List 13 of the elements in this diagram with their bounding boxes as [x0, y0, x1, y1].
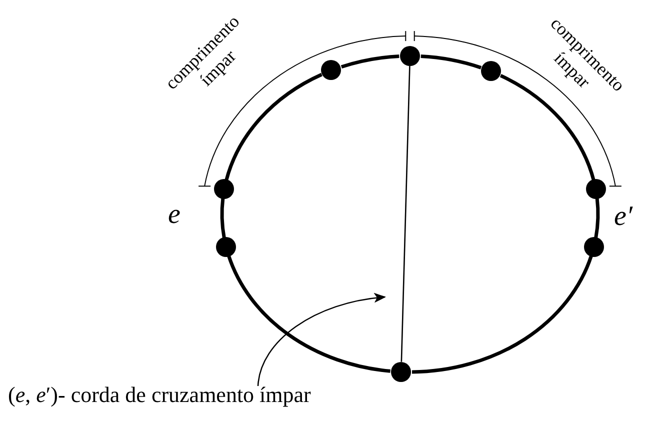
cycle-arc: [420, 54, 482, 70]
leader-arrow: [257, 293, 386, 386]
cycle-arc: [224, 72, 322, 181]
cycle-arc: [220, 198, 226, 238]
cycle-arc: [227, 255, 391, 373]
cycle-arc: [340, 54, 400, 69]
caption-text: (e, e′)- corda de cruzamento ímpar: [8, 381, 311, 409]
cycle-arc: [500, 74, 596, 181]
edge-name-label: e′: [614, 202, 633, 232]
edge-name-label: e: [168, 200, 180, 230]
chord-line: [400, 66, 410, 362]
cycle-arc: [412, 255, 593, 374]
cycle-arc: [594, 198, 600, 238]
